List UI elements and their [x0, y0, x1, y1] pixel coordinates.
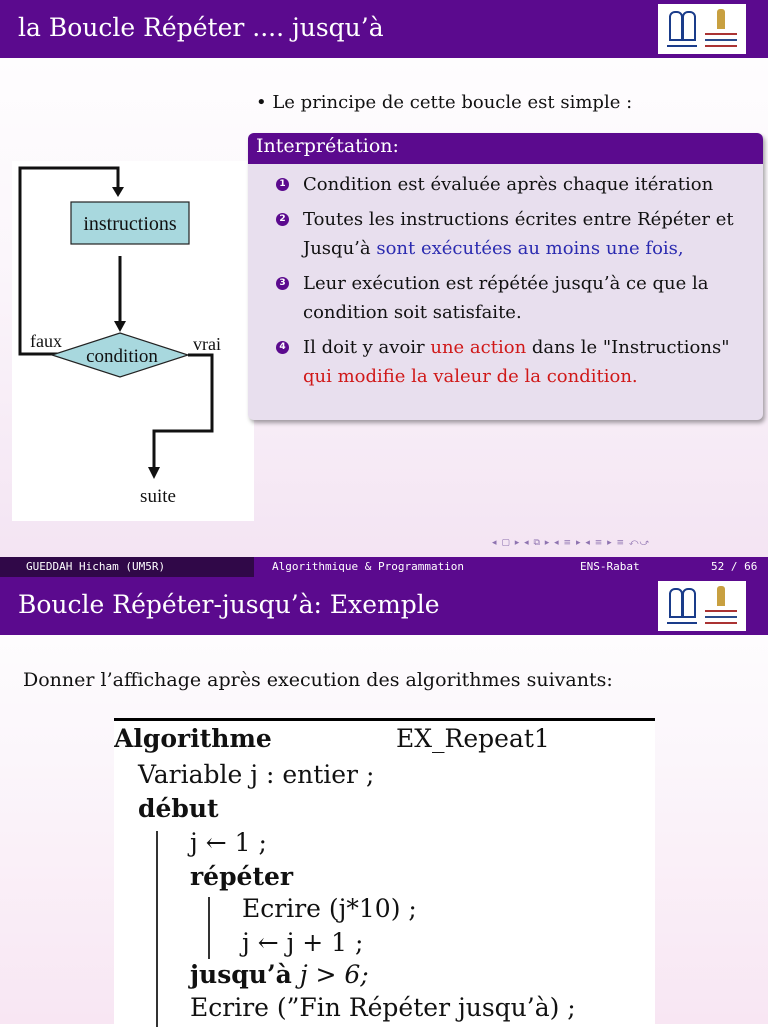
block-header: Interprétation:: [248, 133, 763, 164]
algo-repeter-keyword: répéter: [190, 862, 294, 891]
item-number-badge: 1: [276, 178, 289, 191]
ens-logo-icon: [703, 7, 739, 51]
item-text: Leur exécution est répétée jusqu’à ce qu…: [303, 273, 709, 323]
university-logo-icon: [665, 584, 699, 628]
slide-1: la Boucle Répéter .... jusqu’à • Le prin…: [0, 0, 768, 577]
footer-course: Algorithmique & Programmation: [272, 560, 465, 573]
algo-jusqua-keyword: jusqu’à: [190, 960, 292, 989]
slide-footer: GUEDDAH Hicham (UM5R) Algorithmique & Pr…: [0, 557, 768, 577]
algorithm-listing: Algorithme EX_Repeat1 Variable j : entie…: [114, 718, 655, 1027]
item-text: dans le "Instructions": [526, 337, 730, 358]
ens-logo-icon: [703, 584, 739, 628]
instructions-box: [70, 201, 190, 245]
algo-init-line: j ← 1 ;: [190, 828, 267, 857]
list-item: 4 Il doit y avoir une action dans le "In…: [270, 333, 760, 391]
algo-keyword: Algorithme: [114, 724, 272, 753]
flowchart-diagram: instructions condition faux vrai suite: [18, 166, 221, 507]
algo-condition: j > 6;: [299, 960, 369, 989]
slide-title: la Boucle Répéter .... jusqu’à: [18, 13, 384, 42]
item-highlight-text: sont exécutées au moins une fois,: [376, 238, 684, 259]
condition-diamond: [50, 332, 190, 378]
slide-2: Boucle Répéter-jusqu’à: Exemple Donner l…: [0, 577, 768, 1027]
slide-title: Boucle Répéter-jusqu’à: Exemple: [18, 590, 440, 619]
footer-institution: ENS-Rabat: [580, 560, 640, 573]
flowchart: instructions condition faux vrai suite: [12, 161, 254, 521]
debut-block-bar: [156, 831, 158, 1027]
institution-logos: [658, 581, 746, 631]
item-number-badge: 3: [276, 277, 289, 290]
item-number-badge: 4: [276, 341, 289, 354]
algo-increment-line: j ← j + 1 ;: [242, 928, 364, 957]
instructions-label: instructions: [83, 213, 177, 235]
algo-name: EX_Repeat1: [396, 724, 550, 753]
footer-author-section: [0, 557, 254, 577]
repeter-block-bar: [208, 897, 210, 959]
list-item: 1 Condition est évaluée après chaque ité…: [270, 170, 760, 199]
item-text: Condition est évaluée après chaque itéra…: [303, 174, 714, 195]
list-item: 3 Leur exécution est répétée jusqu’à ce …: [270, 269, 760, 327]
algo-end-write-line: Ecrire (”Fin Répéter jusqu’à) ;: [190, 993, 576, 1022]
list-item: 2 Toutes les instructions écrites entre …: [270, 205, 760, 263]
institution-logos: [658, 4, 746, 54]
footer-page: 52 / 66: [711, 560, 758, 573]
item-text: Il doit y avoir: [303, 337, 431, 358]
exercise-question: Donner l’affichage après execution des a…: [23, 669, 613, 691]
item-red-text: qui modifie la valeur de la condition.: [303, 366, 638, 387]
exit-label: suite: [140, 486, 176, 507]
intro-bullet: • Le principe de cette boucle est simple…: [256, 92, 633, 113]
beamer-navigation[interactable]: ◂ ▢ ▸ ◂ ⧉ ▸ ◂ ≡ ▸ ◂ ≡ ▸ ≡ ⤺⤻: [492, 538, 651, 548]
true-label: vrai: [193, 334, 221, 354]
condition-label: condition: [86, 346, 158, 367]
algo-debut-keyword: début: [138, 794, 219, 823]
slide-title-bar: la Boucle Répéter .... jusqu’à: [0, 0, 768, 58]
interpretation-block: Interprétation: 1 Condition est évaluée …: [248, 133, 763, 420]
item-number-badge: 2: [276, 213, 289, 226]
false-label: faux: [30, 331, 62, 351]
slide-title-bar: Boucle Répéter-jusqu’à: Exemple: [0, 577, 768, 635]
footer-author: GUEDDAH Hicham (UM5R): [26, 560, 166, 573]
item-red-text: une action: [430, 337, 527, 358]
item-text: Toutes les instructions écrites entre Ré…: [303, 209, 734, 259]
algo-write-line: Ecrire (j*10) ;: [242, 894, 417, 923]
interpretation-list: 1 Condition est évaluée après chaque ité…: [270, 170, 760, 397]
university-logo-icon: [665, 7, 699, 51]
algo-variable-decl: Variable j : entier ;: [138, 760, 375, 789]
